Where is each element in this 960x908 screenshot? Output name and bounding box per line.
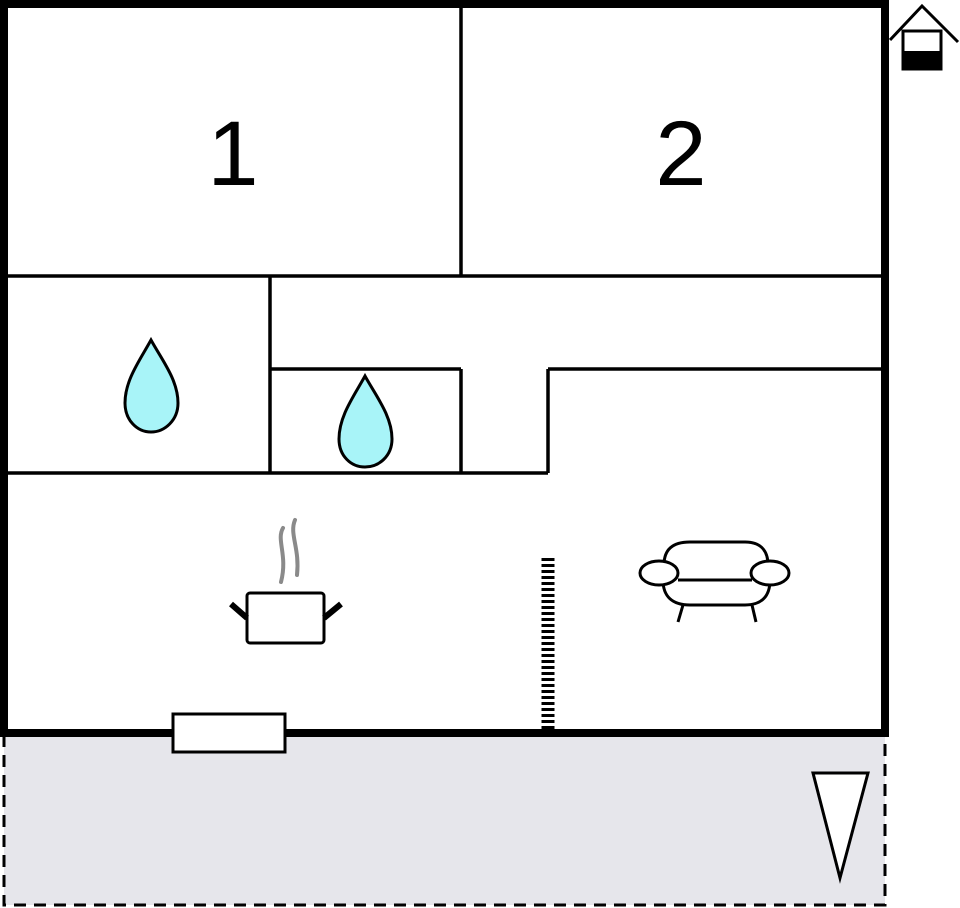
room-label-1: 1 bbox=[207, 103, 258, 205]
interior-walls bbox=[4, 4, 885, 475]
terrace bbox=[2, 735, 887, 907]
cooking-pot-icon bbox=[229, 518, 343, 645]
house-floor-icon bbox=[888, 3, 960, 71]
water-drop-icon bbox=[123, 336, 180, 434]
window-icon bbox=[171, 712, 287, 754]
sofa-icon bbox=[638, 540, 791, 623]
water-drop-icon bbox=[337, 372, 394, 469]
north-arrow-icon bbox=[811, 771, 870, 884]
room-label-2: 2 bbox=[655, 103, 706, 205]
